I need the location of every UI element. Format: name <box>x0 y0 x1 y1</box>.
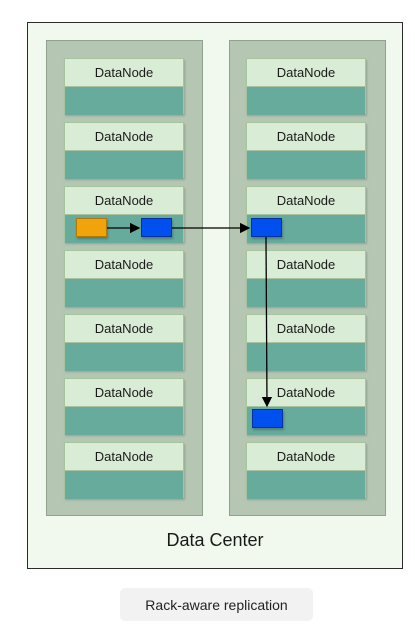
datanode-rack-right-1: DataNode <box>246 58 366 115</box>
datanode-label: DataNode <box>65 379 183 407</box>
datanode-storage <box>247 471 365 499</box>
datanode-rack-left-2: DataNode <box>64 122 184 179</box>
datanode-storage <box>65 471 183 499</box>
datanode-storage <box>247 343 365 371</box>
datacenter-label: Data Center <box>166 530 264 550</box>
datanode-label: DataNode <box>247 443 365 471</box>
datanode-label: DataNode <box>65 443 183 471</box>
replica-block-same-rack <box>141 218 172 237</box>
replica-block-remote-rack-second <box>252 409 283 428</box>
replica-block-remote-rack <box>251 218 282 237</box>
datanode-label: DataNode <box>247 315 365 343</box>
datanode-rack-left-7: DataNode <box>64 442 184 499</box>
datanode-storage <box>65 87 183 115</box>
datanode-label: DataNode <box>65 187 183 215</box>
datanode-rack-left-6: DataNode <box>64 378 184 435</box>
datanode-storage <box>65 343 183 371</box>
datanode-label: DataNode <box>247 123 365 151</box>
datanode-storage <box>247 151 365 179</box>
datanode-rack-right-2: DataNode <box>246 122 366 179</box>
datanode-rack-right-5: DataNode <box>246 314 366 371</box>
datanode-rack-right-4: DataNode <box>246 250 366 307</box>
datanode-storage <box>65 407 183 435</box>
datanode-rack-left-4: DataNode <box>64 250 184 307</box>
datanode-label: DataNode <box>247 59 365 87</box>
datanode-label: DataNode <box>247 251 365 279</box>
datanode-storage <box>65 151 183 179</box>
datanode-storage <box>65 279 183 307</box>
datanode-label: DataNode <box>65 315 183 343</box>
original-block <box>76 218 107 237</box>
datanode-storage <box>247 87 365 115</box>
datanode-label: DataNode <box>247 187 365 215</box>
datanode-rack-left-5: DataNode <box>64 314 184 371</box>
datanode-rack-left-1: DataNode <box>64 58 184 115</box>
datanode-label: DataNode <box>65 59 183 87</box>
datanode-label: DataNode <box>247 379 365 407</box>
datanode-label: DataNode <box>65 123 183 151</box>
datanode-rack-right-7: DataNode <box>246 442 366 499</box>
figure-caption: Rack-aware replication <box>120 588 313 621</box>
datanode-storage <box>247 279 365 307</box>
datanode-label: DataNode <box>65 251 183 279</box>
